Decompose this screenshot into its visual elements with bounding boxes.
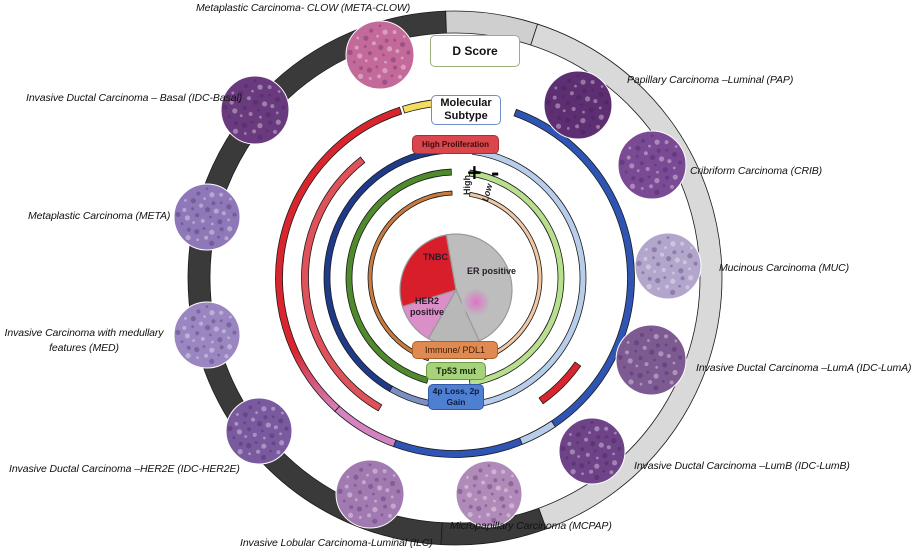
plus-icon: + xyxy=(466,160,483,184)
histology-core-mcpap xyxy=(455,460,523,528)
molecular-subtype-box: Molecular Subtype xyxy=(431,95,501,125)
label-meta-clow: Metaplastic Carcinoma- CLOW (META-CLOW) xyxy=(196,2,411,14)
pie-label-er-positive: ER positive xyxy=(467,266,517,276)
label-pap: Papillary Carcinoma –Luminal (PAP) xyxy=(627,74,794,86)
label-meta: Metaplastic Carcinoma (META) xyxy=(28,210,171,222)
immune-pdl1-box: Immune/ PDL1 xyxy=(412,341,498,359)
histology-cores-layer xyxy=(173,20,702,529)
label-crib: Cribriform Carcinoma (CRIB) xyxy=(690,165,823,177)
pie-slice-tnbc xyxy=(399,234,457,308)
histology-core-meta xyxy=(173,183,241,251)
pie-label-tnbc: TNBC xyxy=(423,252,448,262)
histology-core-idc-lumb xyxy=(558,417,626,485)
label-muc: Mucinous Carcinoma (MUC) xyxy=(719,262,850,274)
histology-core-med xyxy=(173,301,241,369)
histology-core-idc-basal xyxy=(220,75,290,145)
histology-core-muc xyxy=(634,232,702,300)
proliferation-arc-right xyxy=(538,361,582,405)
d-score-box: D Score xyxy=(430,35,520,67)
molecular-ring-pink xyxy=(334,405,397,448)
pie-label-her2-positive: HER2 positive xyxy=(409,296,444,317)
label-idc-her2e: Invasive Ductal Carcinoma –HER2E (IDC-HE… xyxy=(9,463,240,475)
label-idc-lumb: Invasive Ductal Carcinoma –LumB (IDC-Lum… xyxy=(634,460,850,472)
cnv-ring-navy-bottom xyxy=(388,385,430,407)
histology-core-meta-clow xyxy=(345,20,415,90)
pie-highlight-spot xyxy=(462,288,490,316)
molecular-ring-red xyxy=(275,106,403,412)
pie-slice-er-positive xyxy=(445,233,513,342)
molecular-ring-blue-light xyxy=(519,420,556,445)
histology-core-pap xyxy=(543,70,613,140)
histology-core-idc-luma xyxy=(615,324,687,396)
label-mcpap: Micropapillary Carcinoma (MCPAP) xyxy=(450,520,612,532)
label-ilc: Invasive Lobular Carcinoma-Luminal (ILC) xyxy=(240,537,433,549)
histology-core-crib xyxy=(617,130,687,200)
tp53-ring-dark xyxy=(345,168,452,384)
tp53-ring-light xyxy=(468,169,565,387)
label-idc-basal: Invasive Ductal Carcinoma – Basal (IDC-B… xyxy=(26,92,243,104)
proliferation-arc-left xyxy=(301,156,383,412)
high-proliferation-box: High Proliferation xyxy=(412,135,499,154)
label-med: Invasive Carcinoma with medullary featur… xyxy=(4,327,164,354)
histology-core-idc-her2e xyxy=(225,397,293,465)
immune-ring-dark xyxy=(367,190,453,362)
histology-core-ilc xyxy=(335,459,405,529)
tp53-mut-box: Tp53 mut xyxy=(426,362,486,380)
center-pie xyxy=(399,233,513,347)
molecular-ring-blue xyxy=(393,108,635,458)
minus-icon: - xyxy=(491,161,500,185)
label-idc-luma: Invasive Ductal Carcinoma –LumA (IDC-Lum… xyxy=(696,362,911,374)
cnv-box: 4p Loss, 2p Gain xyxy=(428,384,484,410)
high-label: High xyxy=(462,175,472,195)
